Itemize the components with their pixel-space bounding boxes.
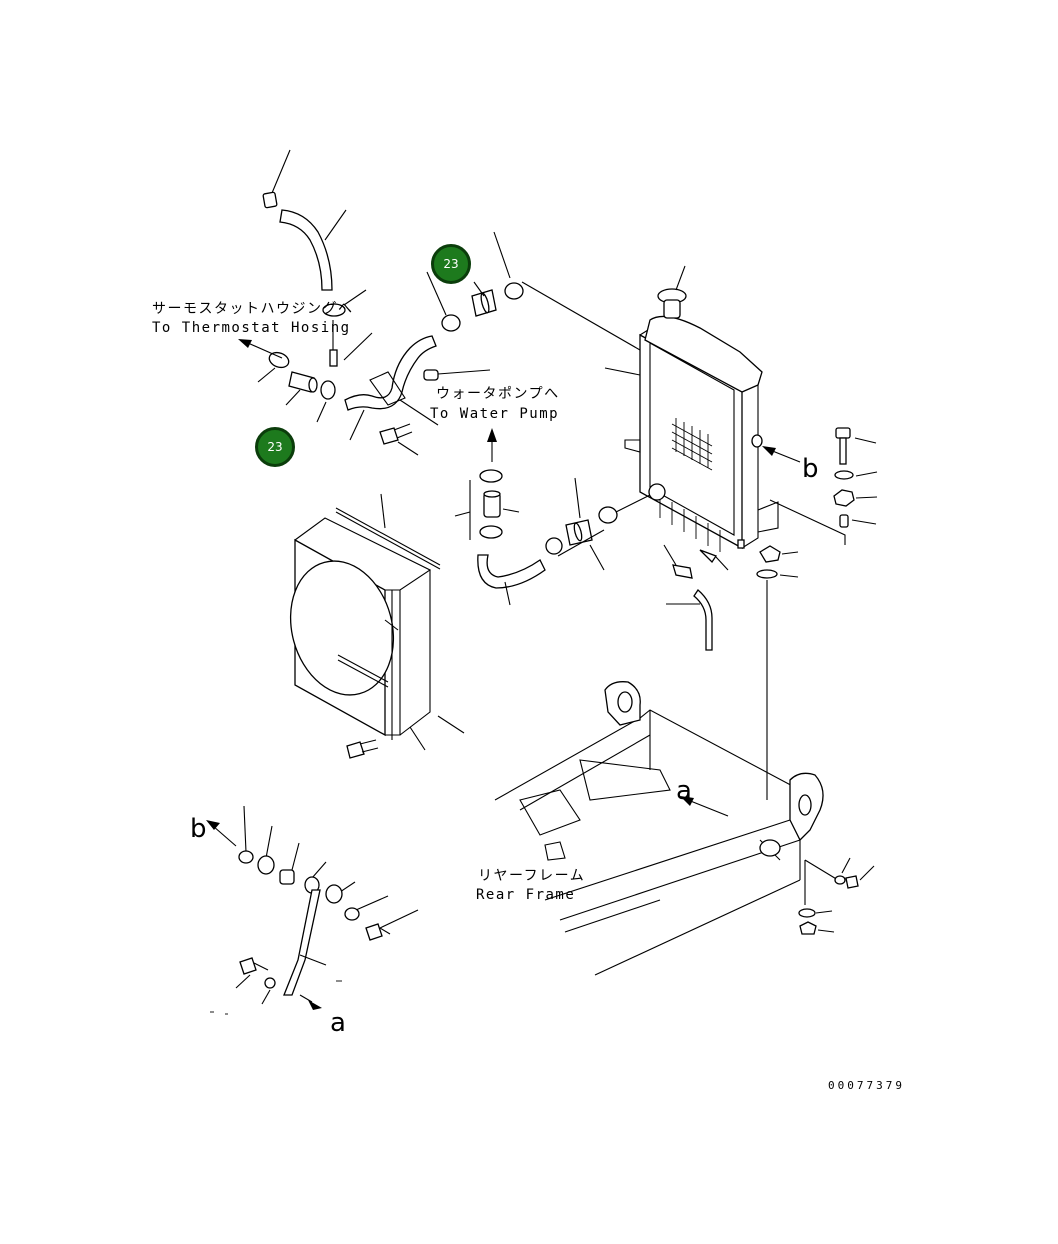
radiator-mount-right [756, 427, 878, 800]
part-callout-badge[interactable]: 23 [255, 427, 295, 467]
fan-shroud [289, 493, 465, 759]
marker-a-frame: a [676, 776, 692, 806]
part-callout-badge[interactable]: 23 [431, 244, 471, 284]
drain-hose [663, 544, 713, 651]
thermostat-label-jp: サーモスタットハウジングへ [152, 301, 354, 317]
thermostat-label-en: To Thermostat Hosing [152, 320, 351, 336]
rear-frame-label-en: Rear Frame [476, 887, 576, 903]
marker-b-left: b [190, 814, 207, 844]
water-pump-label-jp: ウォータポンプへ [436, 386, 560, 402]
stay-and-hardware [206, 805, 419, 1015]
rear-frame-label-jp: リヤーフレーム [478, 868, 586, 884]
upper-hose-assembly [238, 149, 491, 456]
marker-b-right: b [802, 454, 819, 484]
drawing-number: 00077379 [828, 1079, 905, 1092]
marker-a-bottom: a [330, 1008, 346, 1038]
radiator-core [604, 265, 779, 571]
rear-frame [494, 681, 875, 976]
radiator-inlet-hose-parts [426, 231, 641, 351]
water-pump-hose-stack [454, 428, 618, 606]
water-pump-label-en: To Water Pump [430, 406, 560, 422]
